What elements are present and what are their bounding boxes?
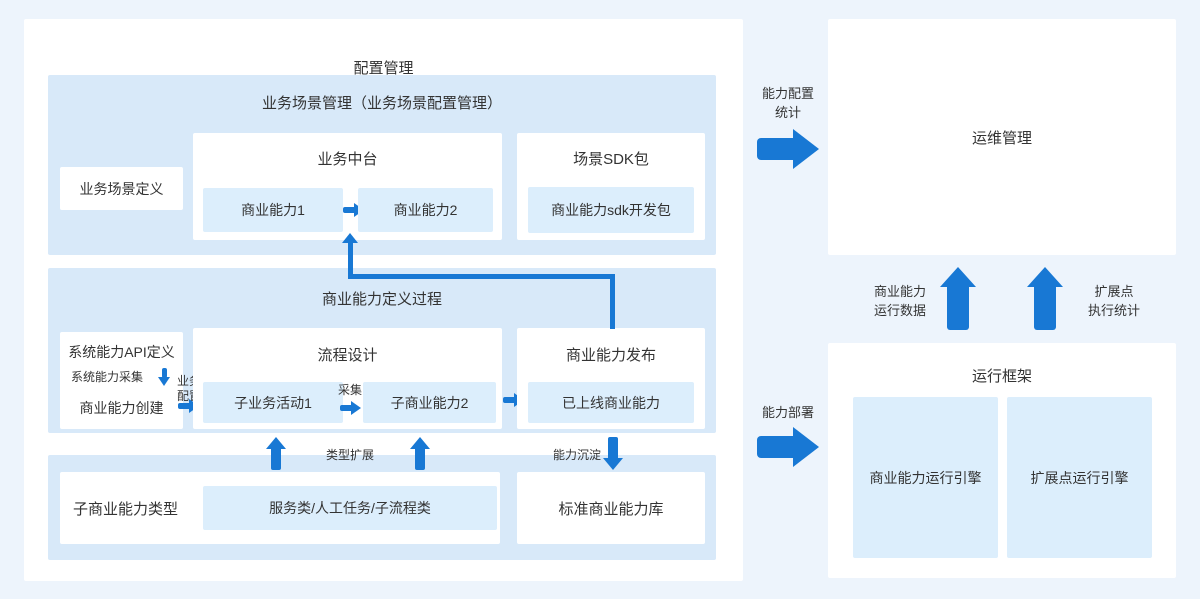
capability-create-label: 商业能力创建 [79,400,164,416]
ops-management-title: 运维管理 [971,129,1032,147]
connector-line [348,242,353,278]
connector-line [348,274,615,279]
ext-exec-stat-arrow-up-icon [1027,267,1063,330]
scenario-sdk-panel: 场景SDK包 商业能力sdk开发包 [517,133,705,240]
business-mid-platform-title: 业务中台 [317,151,378,168]
type-extend-label: 类型扩展 [326,448,375,462]
capability-create-column: 系统能力API定义 系统能力采集 商业能力创建 [60,332,183,429]
sub-capability-box: 子商业能力2 [363,382,496,423]
scenario-definition-box: 业务场景定义 [60,167,183,210]
sub-capability-type-label: 子商业能力类型 [73,500,179,518]
business-capability-2-box: 商业能力2 [358,188,493,232]
arrow-right-icon [340,401,361,415]
type-extend-arrow-up-icon [410,437,430,470]
capability-deploy-arrow-icon [757,427,819,467]
config-management-panel: 配置管理 业务场景管理（业务场景配置管理） 业务场景定义 业务中台 商业能力1 … [24,19,743,581]
biz-run-data-label: 商业能力 运行数据 [873,284,926,318]
capability-settle-arrow-down-icon [603,437,623,470]
sub-activity-box: 子业务活动1 [203,382,343,423]
runtime-framework-panel: 运行框架 商业能力运行引擎 扩展点运行引擎 [828,343,1176,578]
extension-run-engine-box: 扩展点运行引擎 [1007,397,1152,558]
capability-publish-title: 商业能力发布 [565,347,656,364]
connector-line [610,274,615,329]
business-capability-1-box: 商业能力1 [203,188,343,232]
process-design-title: 流程设计 [317,347,378,364]
scenario-management-panel: 业务场景管理（业务场景配置管理） 业务场景定义 业务中台 商业能力1 商业能力2… [48,75,716,255]
connector-arrowhead-up-icon [342,233,358,243]
sub-capability-type-box: 子商业能力类型 服务类/人工任务/子流程类 [60,472,500,544]
capability-settle-label: 能力沉淀 [553,448,602,462]
scenario-management-title: 业务场景管理（业务场景配置管理） [261,95,502,112]
scenario-sdk-title: 场景SDK包 [573,151,649,168]
capability-definition-title: 商业能力定义过程 [321,291,442,308]
process-design-panel: 流程设计 子业务活动1 采集 子商业能力2 [193,328,502,429]
capability-config-stat-arrow-icon [757,129,819,169]
system-capability-collect-label: 系统能力采集 [71,370,144,384]
business-mid-platform-panel: 业务中台 商业能力1 商业能力2 [193,133,502,240]
capability-definition-panel: 商业能力定义过程 系统能力API定义 系统能力采集 商业能力创建 业务 配置 流… [48,268,716,433]
biz-run-data-arrow-up-icon [940,267,976,330]
runtime-framework-title: 运行框架 [971,368,1032,385]
type-extend-arrow-up-icon [266,437,286,470]
capability-config-stat-label: 能力配置 统计 [761,86,814,120]
online-capability-box: 已上线商业能力 [528,382,694,423]
service-types-box: 服务类/人工任务/子流程类 [203,486,497,530]
capability-run-engine-box: 商业能力运行引擎 [853,397,998,558]
ext-exec-stat-label: 扩展点 执行统计 [1087,284,1140,318]
config-management-title: 配置管理 [353,60,414,77]
ops-management-panel: 运维管理 [828,19,1176,255]
collect-label: 采集 [338,383,363,397]
capability-type-panel: 子商业能力类型 服务类/人工任务/子流程类 标准商业能力库 [48,455,716,560]
system-api-definition-label: 系统能力API定义 [68,344,175,360]
capability-deploy-label: 能力部署 [761,405,814,420]
arrow-down-icon [158,368,171,386]
capability-publish-panel: 商业能力发布 已上线商业能力 [517,328,705,429]
sdk-dev-package-box: 商业能力sdk开发包 [528,187,694,233]
standard-capability-library-box: 标准商业能力库 [517,472,705,544]
